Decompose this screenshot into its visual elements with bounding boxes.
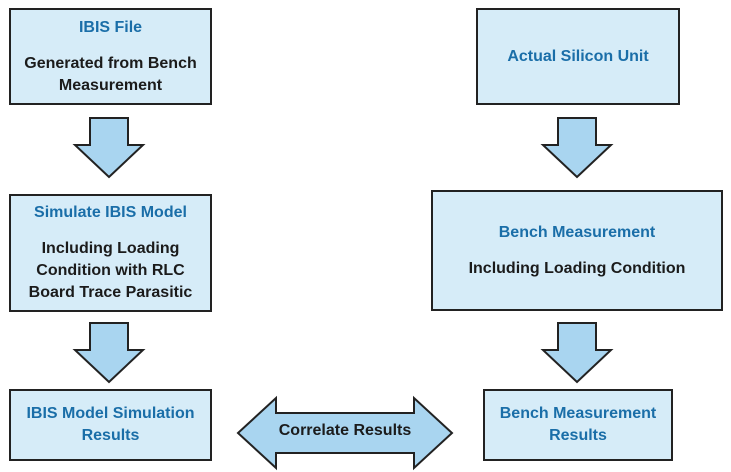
actual-silicon-box: Actual Silicon Unit bbox=[476, 8, 680, 105]
bench-measurement-title: Bench Measurement bbox=[498, 223, 656, 241]
ibis-results-line1: IBIS Model Simulation bbox=[26, 405, 195, 422]
down-arrow-bench-to-results bbox=[540, 322, 614, 384]
down-arrow-silicon-to-bench bbox=[540, 117, 614, 179]
correlate-double-arrow bbox=[236, 395, 454, 471]
actual-silicon-title: Actual Silicon Unit bbox=[507, 47, 649, 65]
simulate-ibis-line3: Board Trace Parasitic bbox=[28, 284, 193, 301]
ibis-file-line1: Generated from Bench bbox=[24, 54, 197, 72]
ibis-results-box: IBIS Model Simulation Results bbox=[9, 389, 212, 461]
bench-measurement-box: Bench Measurement Including Loading Cond… bbox=[431, 190, 723, 311]
correlate-label: Correlate Results bbox=[278, 422, 412, 439]
simulate-ibis-title: Simulate IBIS Model bbox=[34, 204, 187, 221]
ibis-results-line2: Results bbox=[81, 427, 140, 444]
simulate-ibis-box: Simulate IBIS Model Including Loading Co… bbox=[9, 194, 212, 312]
bench-measurement-line1: Including Loading Condition bbox=[468, 259, 686, 277]
bench-results-line1: Bench Measurement bbox=[499, 405, 657, 422]
down-arrow-simulate-to-results bbox=[72, 322, 146, 384]
down-arrow-ibis-to-simulate bbox=[72, 117, 146, 179]
simulate-ibis-line1: Including Loading bbox=[41, 240, 180, 257]
ibis-file-title: IBIS File bbox=[78, 18, 143, 36]
simulate-ibis-line2: Condition with RLC bbox=[36, 262, 185, 279]
ibis-file-line2: Measurement bbox=[58, 76, 163, 94]
ibis-file-box: IBIS File Generated from Bench Measureme… bbox=[9, 8, 212, 105]
bench-results-line2: Results bbox=[549, 427, 607, 444]
bench-results-box: Bench Measurement Results bbox=[483, 389, 673, 461]
